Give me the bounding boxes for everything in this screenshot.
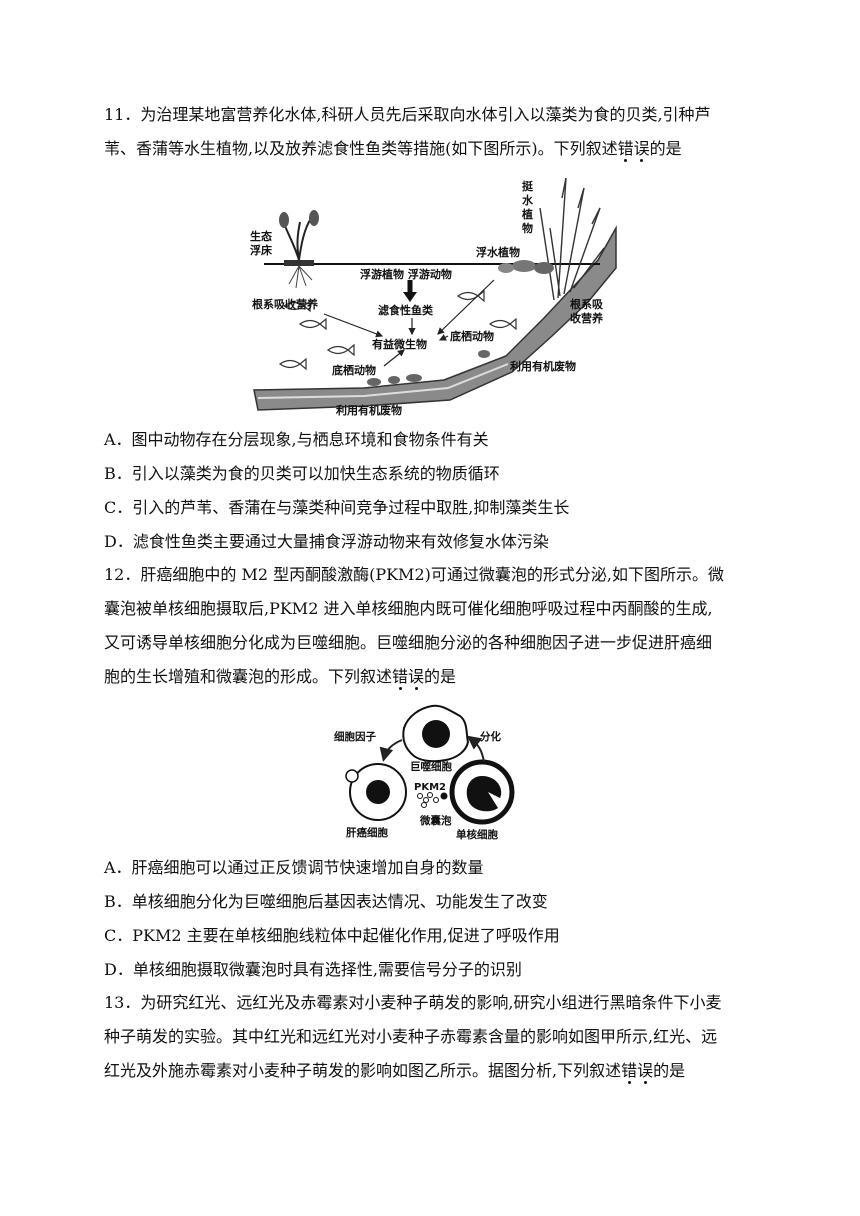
q11-option-b[interactable]: B．引入以藻类为食的贝类可以加快生态系统的物质循环 [104,464,500,483]
label-diqi-left: 底栖动物 [332,363,376,377]
label-ting: 挺 [522,179,534,193]
q13-line-3: 红光及外施赤霉素对小麦种子萌发的影响如图乙所示。据图分析,下列叙述错误的是 [104,1061,686,1080]
q11-option-c[interactable]: C．引入的芦苇、香蒲在与藻类种间竞争过程中取胜,抑制藻类生长 [104,498,570,517]
question-11-stem: 11．为治理某地富营养化水体,科研人员先后采取向水体引入以藻类为食的贝类,引种芦… [104,98,760,166]
q11-line-1: 11．为治理某地富营养化水体,科研人员先后采取向水体引入以藻类为食的贝类,引种芦 [104,105,711,124]
label-genxi-left: 根系吸收营养 [252,297,319,311]
q13-line-1: 13．为研究红光、远红光及赤霉素对小麦种子萌发的影响,研究小组进行黑暗条件下小麦 [104,993,722,1012]
emphasis-mark: 误 [633,139,650,158]
q11-option-a[interactable]: A．图中动物存在分层现象,与栖息环境和食物条件有关 [104,430,489,449]
q11-option-d[interactable]: D．滤食性鱼类主要通过大量捕食浮游动物来有效修复水体污染 [104,532,549,551]
q12-option-a[interactable]: A．肝癌细胞可以通过正反馈调节快速增加自身的数量 [104,858,484,877]
label-shengtai: 生态 [250,229,272,243]
q12-option-d[interactable]: D．单核细胞摄取微囊泡时具有选择性,需要信号分子的识别 [104,960,522,979]
q12-line-1: 12．肝癌细胞中的 M2 型丙酮酸激酶(PKM2)可通过微囊泡的形式分泌,如下图… [104,565,724,584]
q12-option-c[interactable]: C．PKM2 主要在单核细胞线粒体中起催化作用,促进了呼吸作用 [104,926,560,945]
emphasis-mark: 误 [637,1061,654,1080]
label-diqi-right: 底栖动物 [450,329,494,343]
label-cancer-cell: 肝癌细胞 [346,826,388,839]
question-12-stem: 12．肝癌细胞中的 M2 型丙酮酸激酶(PKM2)可通过微囊泡的形式分泌,如下图… [104,558,760,694]
label-liyong-bottom: 利用有机废物 [336,403,402,417]
label-fushui: 浮水植物 [476,245,520,259]
q12-line-4: 胞的生长增殖和微囊泡的形成。下列叙述错误的是 [104,667,457,686]
label-youyi: 有益微生物 [372,337,427,351]
label-fuyou: 浮游植物 浮游动物 [360,267,452,281]
label-genxi-right-2: 收营养 [570,311,604,325]
q12-option-b[interactable]: B．单核细胞分化为巨噬细胞后基因表达情况、功能发生了改变 [104,892,548,911]
label-monocyte: 单核细胞 [456,828,498,841]
label-macrophage: 巨噬细胞 [410,760,452,773]
q12-line-3: 又可诱导单核细胞分化成为巨噬细胞。巨噬细胞分泌的各种细胞因子进一步促进肝癌细 [104,633,713,652]
q11-line-2: 苇、香蒲等水生植物,以及放养滤食性鱼类等措施(如下图所示)。下列叙述错误的是 [104,139,682,158]
emphasis-mark: 错 [392,667,409,686]
label-zhi: 植 [521,207,533,221]
q13-line-2: 种子萌发的实验。其中红光和远红光对小麦种子赤霉素含量的影响如图甲所示,红光、远 [104,1027,718,1046]
monocyte-cell-icon [449,759,515,825]
label-microvesicle: 微囊泡 [419,814,452,827]
liver-cancer-cell-icon [345,763,407,821]
label-shui: 水 [522,193,534,207]
question-13-stem: 13．为研究红光、远红光及赤霉素对小麦种子萌发的影响,研究小组进行黑暗条件下小麦… [104,986,760,1088]
label-pkm2: PKM2 [414,782,446,793]
emphasis-mark: 误 [408,667,425,686]
microvesicle-icon [417,792,448,808]
label-liyong-right: 利用有机废物 [510,359,576,373]
floating-bed-plant-icon [279,210,319,289]
emphasis-mark: 错 [617,139,634,158]
sediment-icon [367,350,490,386]
ecosystem-diagram: 挺 水 植 物 生态 浮床 浮水植物 浮游植物 浮游动物 滤食性鱼类 根系吸收营… [250,177,617,417]
q12-line-2: 囊泡被单核细胞摄取后,PKM2 进入单核细胞内既可催化细胞呼吸过程中丙酮酸的生成… [104,599,713,618]
label-differentiation: 分化 [480,730,501,743]
emphasis-mark: 错 [621,1061,638,1080]
label-genxi-right-1: 根系吸 [570,297,604,311]
emergent-plant-icon [539,177,605,301]
label-cytokine: 细胞因子 [334,730,376,743]
label-lvshi: 滤食性鱼类 [378,303,434,317]
label-fuchuang: 浮床 [250,243,273,257]
floating-plant-icon [498,260,554,274]
cell-diagram: 细胞因子 分化 巨噬细胞 PKM2 微囊泡 肝癌细胞 单核细胞 [334,704,515,841]
label-wu: 物 [522,221,533,235]
